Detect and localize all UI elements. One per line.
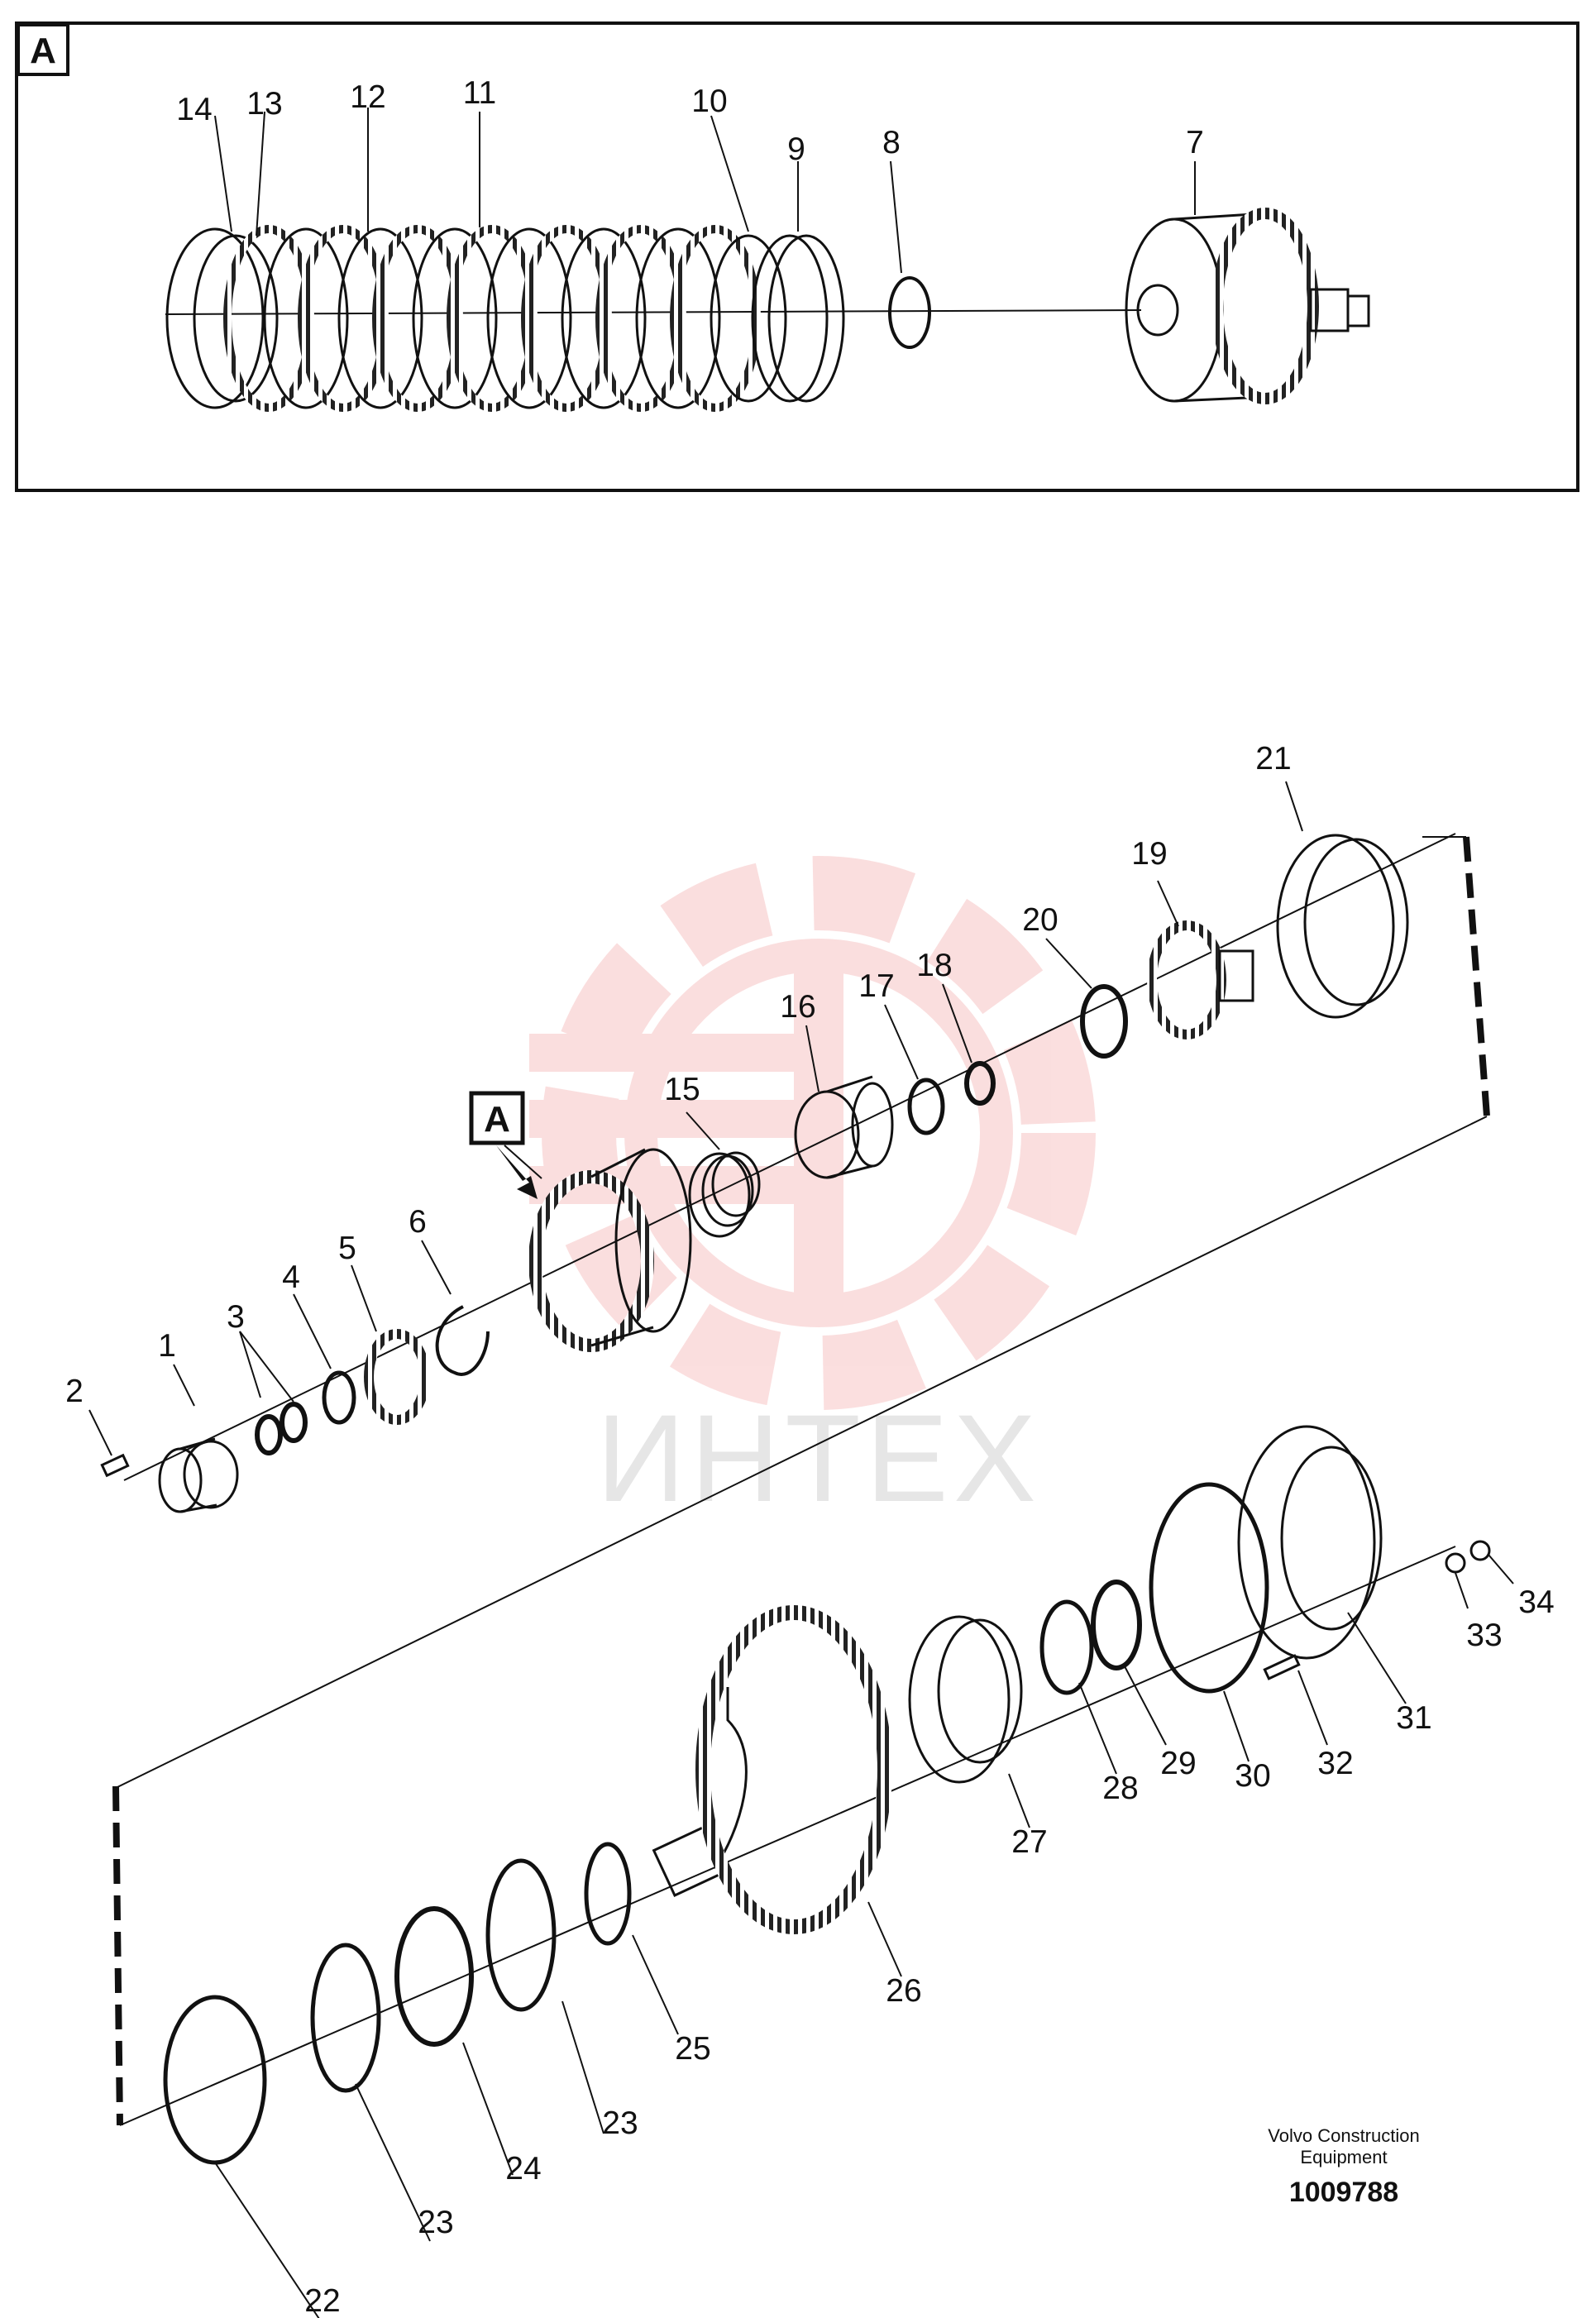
callout: 2 (65, 1374, 84, 1409)
dashed-connectors (112, 836, 1490, 2126)
callout: 10 (691, 84, 727, 119)
callout: 34 (1518, 1584, 1554, 1620)
leader-lines (88, 108, 1514, 2318)
transfer-line (115, 1116, 1488, 1789)
callout: 20 (1022, 902, 1058, 938)
callout: 18 (916, 948, 952, 983)
callout: 19 (1131, 836, 1167, 872)
watermark-text: ИНТЕХ (596, 1388, 1041, 1527)
callout: 5 (338, 1231, 356, 1266)
callout: 23 (418, 2205, 453, 2240)
detail-panel-frame (15, 22, 1579, 492)
brand-line-2: Equipment (1300, 2147, 1388, 2167)
callout: 30 (1235, 1758, 1270, 1794)
callout: 15 (664, 1072, 700, 1107)
callout: 26 (886, 1973, 921, 2009)
callout: 17 (858, 968, 894, 1004)
callout: A (484, 1099, 510, 1140)
callout: 25 (675, 2031, 710, 2067)
upper-axis (123, 833, 1456, 1481)
detail-a-callout-box (469, 1091, 525, 1145)
o-ring-8 (888, 276, 931, 349)
callout: 9 (787, 131, 805, 167)
callout: 12 (350, 79, 385, 115)
callout: 32 (1317, 1746, 1353, 1781)
watermark-logo (529, 856, 1096, 1410)
callout: 11 (463, 75, 497, 111)
callout: 29 (1160, 1746, 1196, 1781)
callout: 14 (176, 92, 212, 127)
callout: 1 (158, 1328, 176, 1364)
upper-parts (100, 834, 1409, 1513)
detail-a-arrow-icon (496, 1145, 538, 1199)
callout: 31 (1396, 1700, 1431, 1736)
callout: 28 (1102, 1771, 1138, 1806)
drawing-footer: Volvo Construction Equipment 1009788 (1191, 2125, 1497, 2209)
callout: 33 (1466, 1618, 1502, 1653)
callout: 13 (246, 86, 282, 122)
callout: 16 (780, 989, 815, 1025)
callout: 8 (882, 125, 901, 160)
callout: 23 (602, 2105, 638, 2141)
callout: 24 (505, 2151, 541, 2187)
detail-panel-marker: A (30, 31, 56, 71)
callout: 22 (304, 2283, 340, 2318)
callout: 3 (227, 1299, 245, 1335)
brand-line-1: Volvo Construction (1268, 2125, 1420, 2146)
detail-axis (165, 309, 1142, 315)
callout: 6 (409, 1204, 427, 1240)
lower-parts (163, 1425, 1491, 2165)
detail-panel-marker-box (17, 23, 69, 76)
drawing-number: 1009788 (1288, 2177, 1399, 2208)
callout-labels: 2 1 3 4 5 6 A 15 16 17 18 20 19 21 14 13… (65, 75, 1555, 2318)
callout: 7 (1186, 125, 1204, 160)
clutch-drum-7 (1125, 208, 1370, 404)
callout: 27 (1011, 1824, 1047, 1860)
lower-axis (119, 1546, 1456, 2126)
clutch-disc-pack (165, 225, 845, 412)
callout: 4 (282, 1259, 300, 1295)
callout: 21 (1255, 741, 1291, 777)
